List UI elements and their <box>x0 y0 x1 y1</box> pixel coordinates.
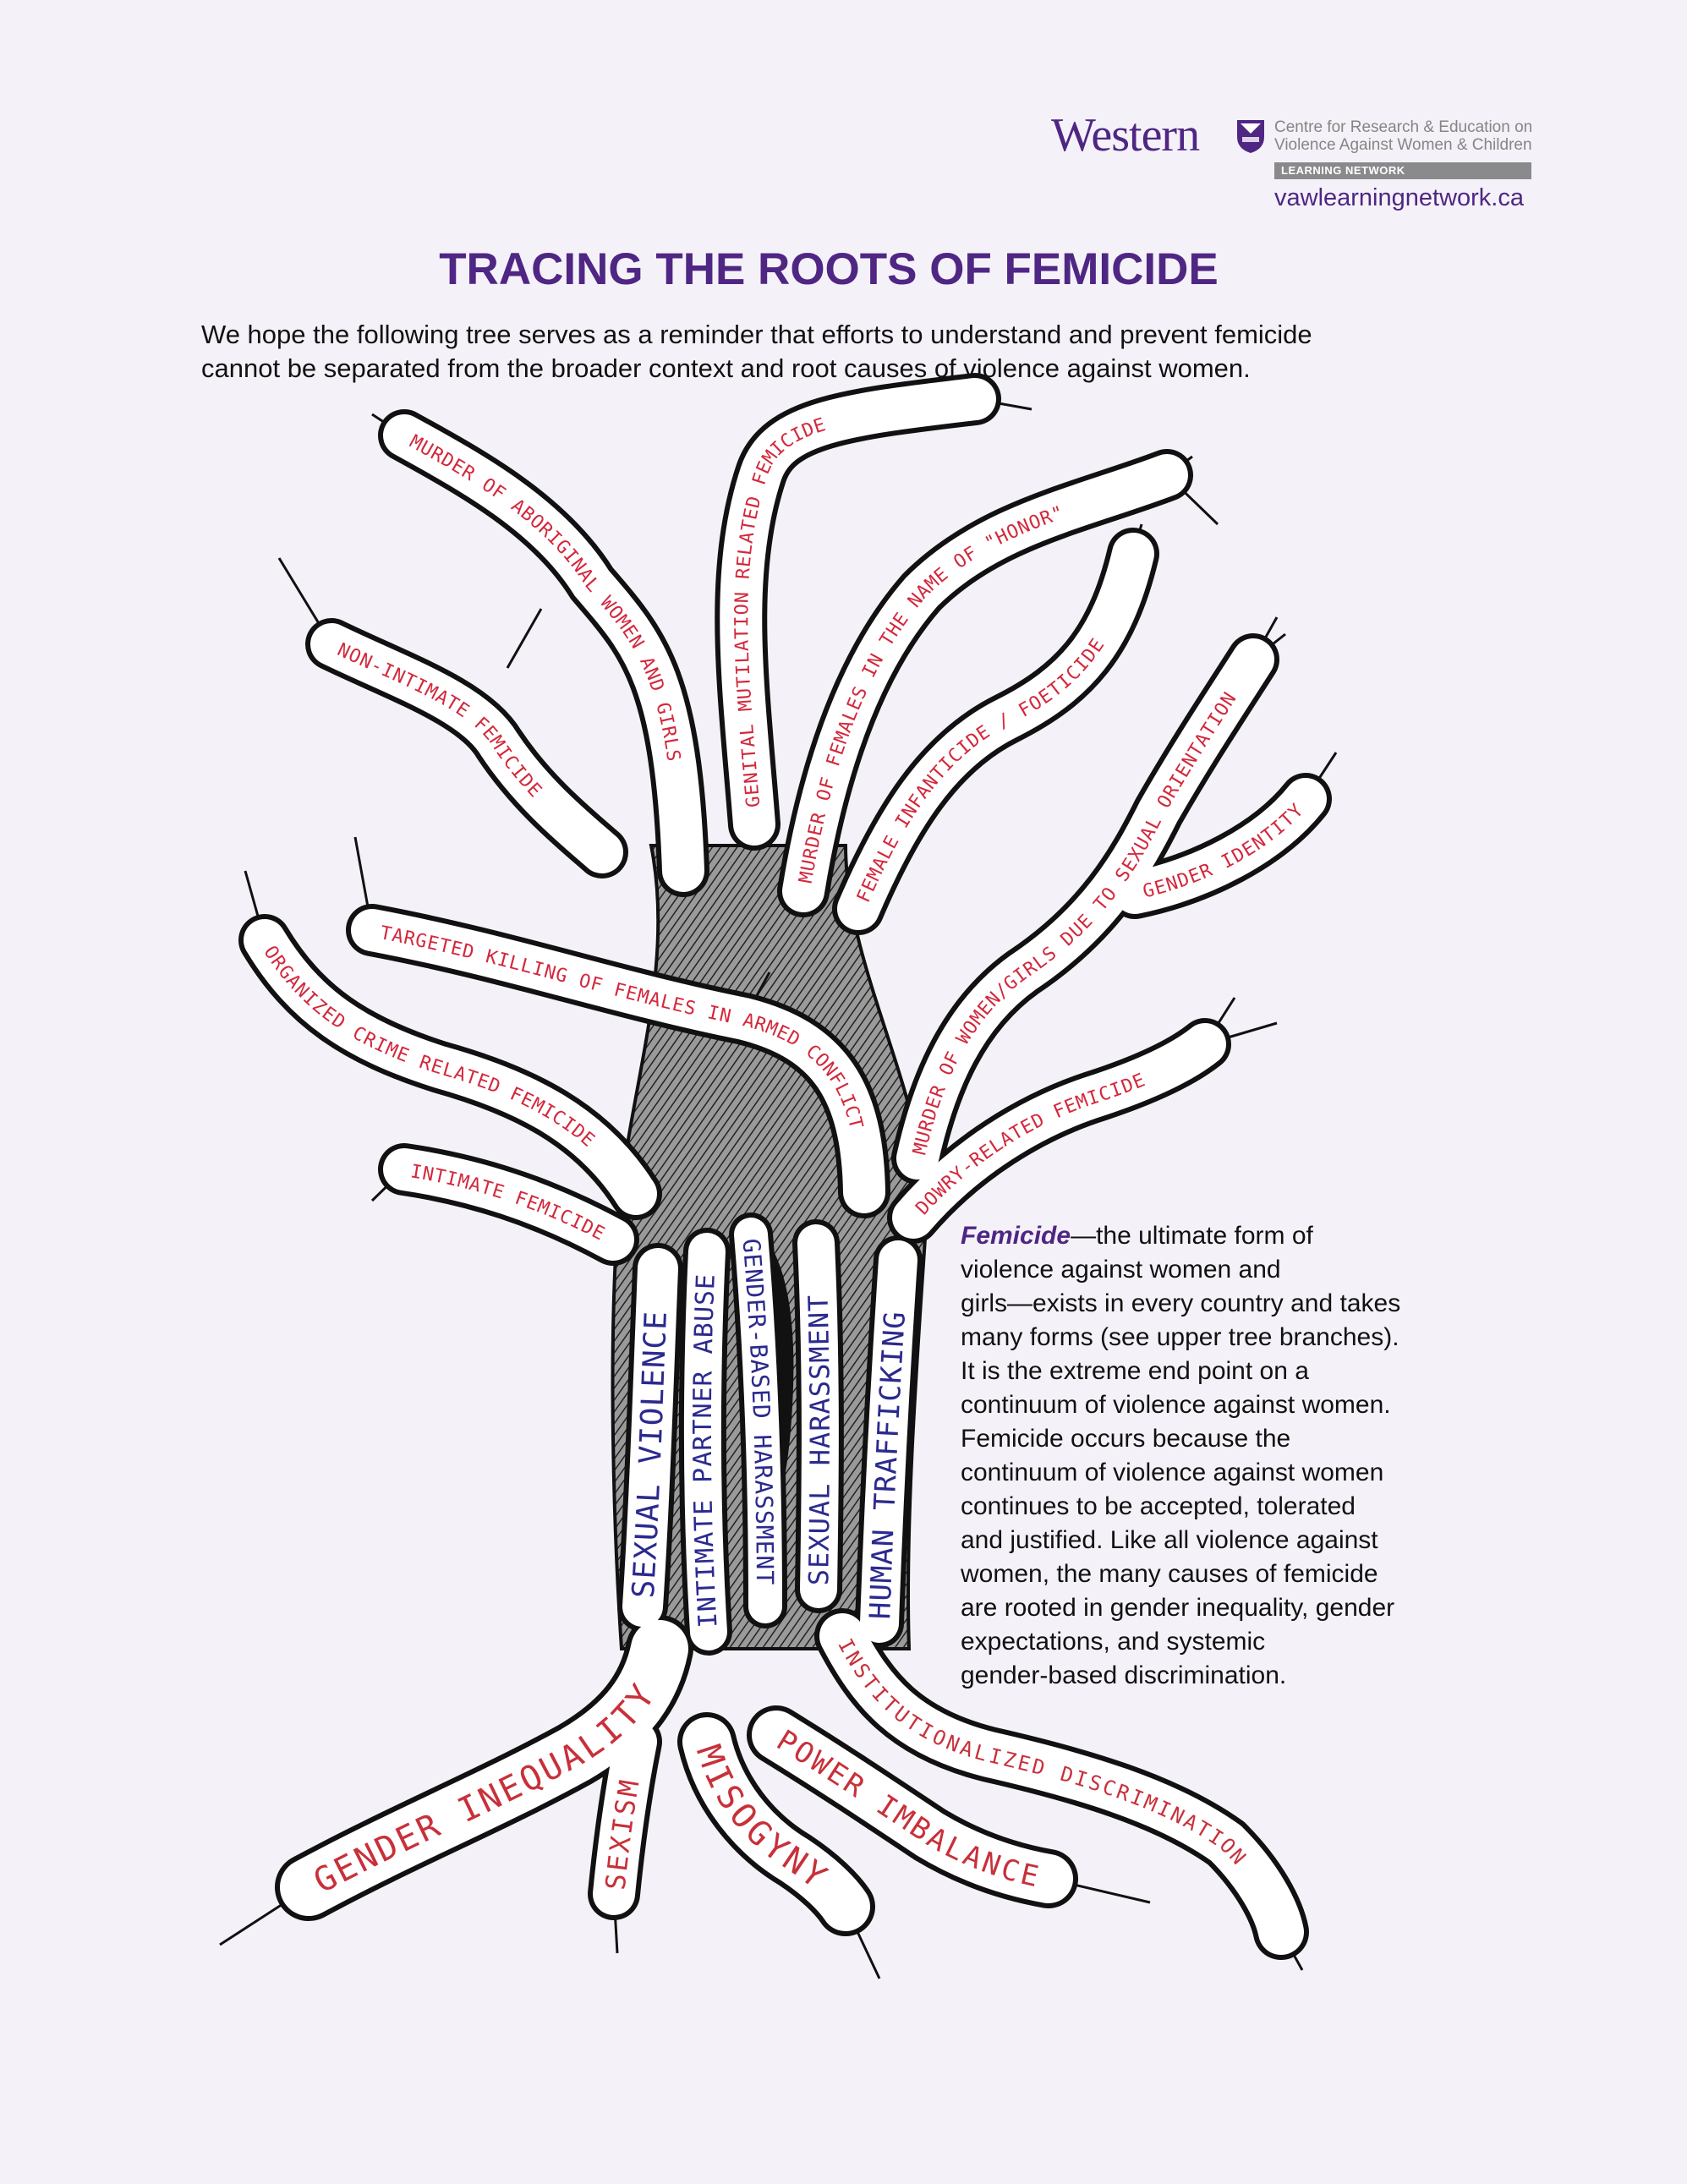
centre-line-2: Violence Against Women & Children <box>1274 136 1532 154</box>
western-wordmark: Western <box>1051 109 1200 161</box>
para-line: women, the many causes of femicide <box>961 1560 1378 1588</box>
website-link[interactable]: vawlearningnetwork.ca <box>1274 184 1524 211</box>
label-sexual-harassment: SEXUAL HARASSMENT <box>802 1294 835 1585</box>
para-line: expectations, and systemic <box>961 1628 1266 1656</box>
para-line: continues to be accepted, tolerated <box>961 1492 1356 1520</box>
page-title: TRACING THE ROOTS OF FEMICIDE <box>439 244 1219 294</box>
para-line: continuum of violence against women. <box>961 1391 1391 1419</box>
femicide-definition: Femicide—the ultimate form of violence a… <box>961 1219 1400 1693</box>
intro-line: cannot be separated from the broader con… <box>201 353 1251 383</box>
para-line-rest: —the ultimate form of <box>1071 1222 1313 1250</box>
western-shield-icon <box>1237 120 1264 153</box>
trunk-label: SEXUAL HARASSMENT <box>802 1294 835 1585</box>
para-line: Femicide—the ultimate form of <box>961 1219 1400 1253</box>
intro-text: We hope the following tree serves as a r… <box>201 318 1312 386</box>
para-line: continuum of violence against women <box>961 1459 1384 1486</box>
trunk-label: INTIMATE PARTNER ABUSE <box>688 1273 724 1628</box>
label-intimate-partner-abuse: INTIMATE PARTNER ABUSE <box>688 1273 723 1628</box>
centre-name: Centre for Research & Education on Viole… <box>1274 118 1532 154</box>
intro-line: We hope the following tree serves as a r… <box>201 320 1312 349</box>
para-line: and justified. Like all violence against <box>961 1526 1378 1554</box>
para-line: Femicide occurs because the <box>961 1425 1291 1453</box>
centre-line-1: Centre for Research & Education on <box>1274 118 1533 136</box>
para-line: girls—exists in every country and takes <box>961 1289 1401 1317</box>
western-learning-network-logo: Western Centre for Research & Education … <box>1051 108 1533 218</box>
para-line: are rooted in gender inequality, gender <box>961 1594 1395 1622</box>
para-line: violence against women and <box>961 1256 1281 1284</box>
para-line: It is the extreme end point on a <box>961 1357 1309 1385</box>
para-line: gender-based discrimination. <box>961 1661 1287 1689</box>
femicide-term: Femicide <box>961 1222 1071 1250</box>
para-line: many forms (see upper tree branches). <box>961 1323 1399 1351</box>
learning-network-bar: LEARNING NETWORK <box>1274 162 1531 179</box>
